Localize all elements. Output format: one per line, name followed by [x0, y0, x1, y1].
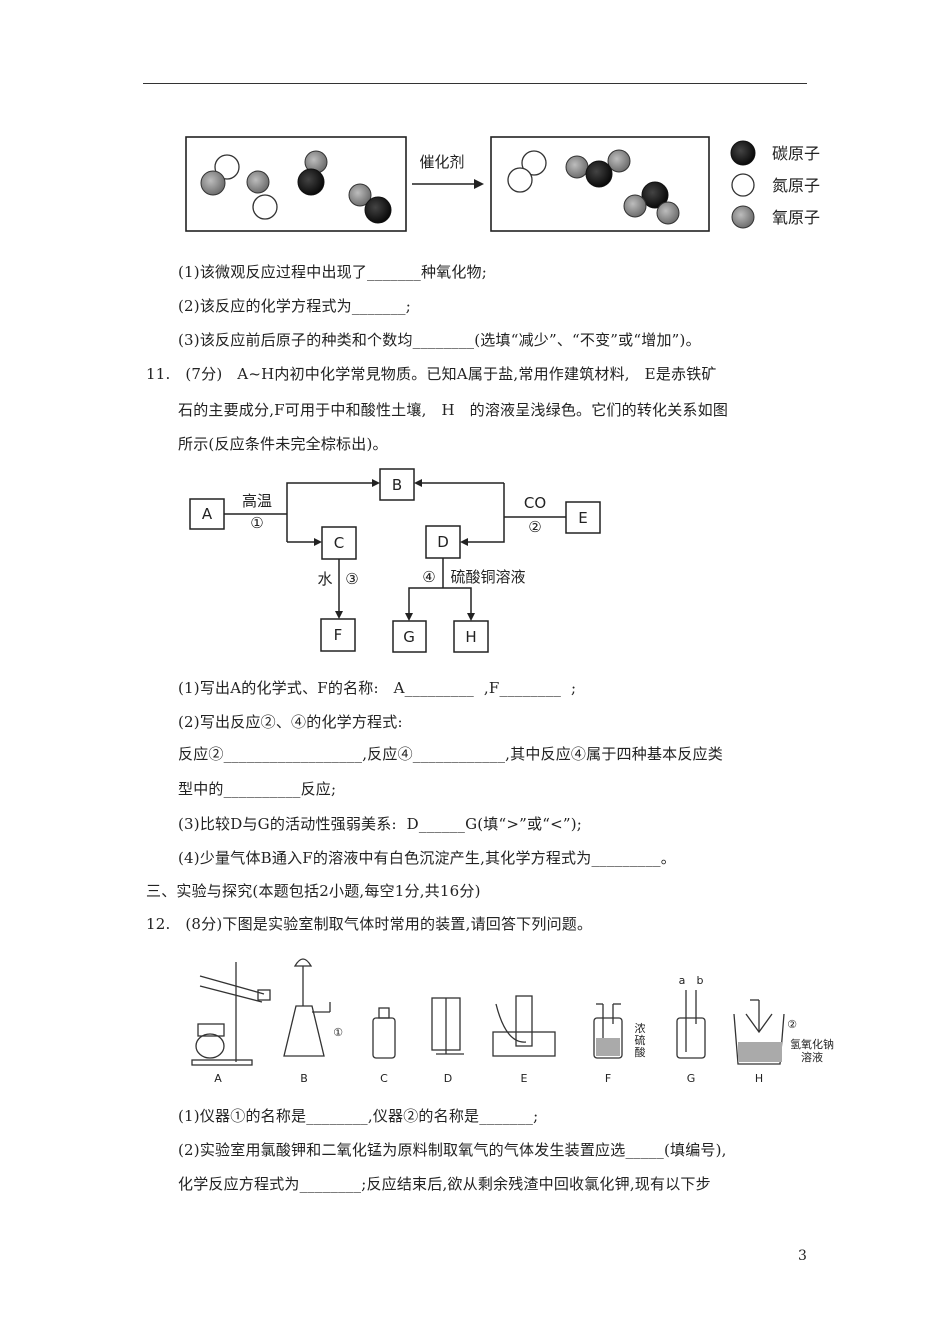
nitrogen-atom [252, 194, 278, 220]
label-co: CO [524, 494, 546, 512]
q11-stem-line3: 所示(反应条件未完全棕标出)。 [178, 435, 388, 453]
label-acid-3: 酸 [635, 1045, 646, 1059]
box-e-label: E [578, 509, 587, 527]
section-3-heading: 三、实验与探究(本题包括2小题,每空1分,共16分) [146, 882, 481, 900]
label-reaction-4: ④ [422, 568, 435, 586]
oxygen-atom [200, 170, 226, 196]
label-a-tube: a [679, 974, 686, 987]
label-reaction-3: ③ [345, 570, 358, 588]
box-g [392, 620, 427, 653]
box-b [379, 468, 415, 501]
legend-oxygen-label: 氧原子 [772, 208, 820, 227]
legend-nitrogen-label: 氮原子 [772, 176, 820, 195]
label-instrument-2: ② [787, 1018, 797, 1031]
apparatus-label-a: A [214, 1072, 222, 1085]
arrow-d-split [408, 587, 472, 619]
apparatus-label-g: G [687, 1072, 696, 1085]
carbon-atom [297, 168, 325, 196]
label-gaowen: 高温 [242, 492, 272, 510]
box-c-label: C [334, 534, 344, 552]
nitrogen-atom [521, 150, 547, 176]
box-f [320, 618, 356, 652]
apparatus-label-b: B [300, 1072, 308, 1085]
box-f-label: F [334, 626, 343, 644]
label-acid-1: 浓 [635, 1022, 646, 1035]
q11-stem-line2: 石的主要成分,F可用于中和酸性土壤, H 的溶液呈浅绿色。它们的转化关系如图 [178, 401, 729, 419]
header-rule [143, 83, 807, 84]
apparatus-label-f: F [605, 1072, 611, 1085]
legend-carbon-icon [730, 140, 756, 166]
transformation-diagram: A B C D E F G H 高温 ① CO ② 水 ③ ④ 硫酸铜溶液 [189, 468, 601, 653]
q12-part2-line2: 化学反应方程式为________;反应结束后,欲从剩余残渣中回收氯化钾,现有以下… [178, 1175, 711, 1193]
q11-part1: (1)写出A的化学式、F的名称: A_________ ,F________ ; [178, 679, 577, 697]
label-instrument-1: ① [333, 1026, 343, 1039]
box-h-label: H [465, 628, 476, 646]
label-reaction-2: ② [528, 518, 541, 536]
box-a-label: A [202, 505, 213, 523]
carbon-atom [641, 181, 669, 209]
oxygen-atom [607, 149, 631, 173]
reaction-arrow-head [474, 179, 484, 189]
q11-part4: (4)少量气体B通入F的溶液中有白色沉淀产生,其化学方程式为_________。 [178, 849, 676, 867]
q11-part2-line2: 反应②__________________,反应④____________,其中… [178, 745, 723, 763]
apparatus-label-d: D [444, 1072, 452, 1085]
oxygen-atom [348, 183, 372, 207]
oxygen-atom [246, 170, 270, 194]
oxygen-atom [623, 194, 647, 218]
label-cuso4: 硫酸铜溶液 [450, 568, 525, 586]
apparatus-label-c: C [380, 1072, 388, 1085]
apparatus-label-h: H [755, 1072, 763, 1085]
oxygen-atom [565, 155, 589, 179]
legend-oxygen-icon [731, 205, 755, 229]
q11-stem-line1: 11. (7分) A~H内初中化学常見物质。已知A属于盐,常用作建筑材料, E是… [146, 365, 717, 383]
carbon-atom [585, 160, 613, 188]
product-box [490, 136, 710, 232]
apparatus-label-e: E [521, 1072, 528, 1085]
box-b-label: B [392, 476, 402, 494]
arrow-to-b [286, 482, 378, 542]
oxygen-atom [656, 201, 680, 225]
arrow-e-to-b [462, 483, 505, 543]
label-reaction-1: ① [250, 514, 263, 532]
nitrogen-atom [507, 167, 533, 193]
q12-part2: (2)实验室用氯酸钾和二氧化锰为原料制取氧气的气体发生装置应选_____(填编号… [178, 1141, 727, 1159]
lab-apparatus-figure: A B C D E F G H ① ② a b 浓 硫 酸 氢氧化钠 溶液 [191, 958, 834, 1085]
arrow-label: 催化剂 [419, 153, 464, 171]
reactant-box [185, 136, 407, 232]
label-acid-2: 硫 [635, 1033, 646, 1047]
label-naoh-2: 溶液 [801, 1050, 823, 1064]
legend-carbon-label: 碳原子 [772, 144, 820, 163]
carbon-atom [364, 196, 392, 224]
label-water: 水 [317, 570, 332, 588]
page-number: 3 [798, 1248, 807, 1264]
box-d-label: D [437, 533, 449, 551]
legend-nitrogen-icon [731, 173, 755, 197]
q10-part1: (1)该微观反应过程中出现了_______种氧化物; [178, 263, 488, 281]
q10-part2: (2)该反应的化学方程式为_______; [178, 297, 412, 315]
label-naoh-1: 氢氧化钠 [790, 1037, 834, 1051]
label-b-tube: b [697, 974, 704, 987]
box-g-label: G [403, 628, 415, 646]
reaction-micro-figure: 催化剂 碳原子 氮原子 氧原子 [185, 136, 820, 232]
q12-stem: 12. (8分)下图是实验室制取气体时常用的装置,请回答下列问题。 [146, 915, 593, 933]
q12-part1: (1)仪器①的名称是________,仪器②的名称是_______; [178, 1107, 539, 1125]
q11-part2-line3: 型中的__________反应; [178, 780, 337, 798]
nitrogen-atom [214, 154, 240, 180]
q11-part2: (2)写出反应②、④的化学方程式: [178, 713, 403, 731]
q10-part3: (3)该反应前后原子的种类和个数均________(选填“减少”、“不变”或“增… [178, 331, 701, 349]
q11-part3: (3)比较D与G的活动性强弱美系: D______G(填“>”或“<”); [178, 815, 583, 833]
